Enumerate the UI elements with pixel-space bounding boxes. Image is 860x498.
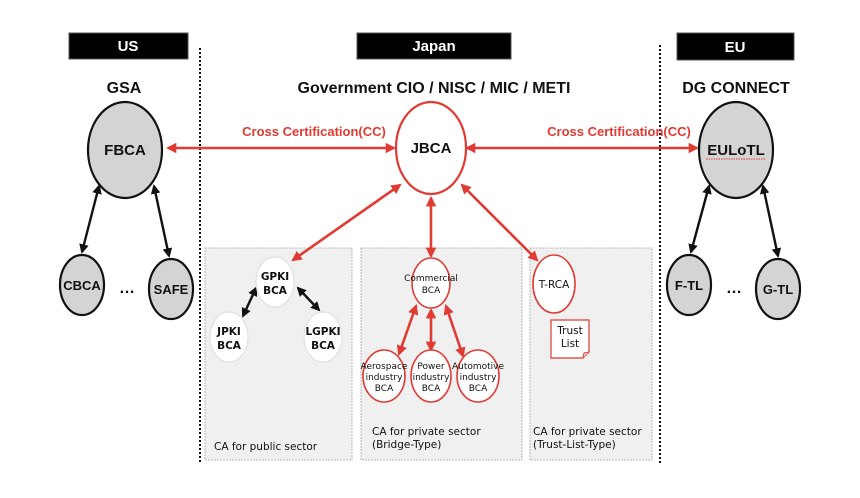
node-ftl: F-TL — [665, 253, 713, 317]
node-lgpki-label-2: BCA — [311, 340, 336, 352]
node-t-rca: T-RCA — [532, 254, 576, 314]
org-label-gsa: GSA — [107, 80, 142, 97]
node-lgpki-label-1: LGPKI — [305, 326, 340, 338]
arrow-commercial-aerospace — [396, 304, 419, 356]
sector-label-bridge-line1: CA for private sector — [372, 426, 481, 438]
node-fbca: FBCA — [86, 100, 164, 200]
node-aerospace-label-3: BCA — [375, 384, 394, 394]
region-header-japan-label: Japan — [412, 38, 455, 55]
node-safe: SAFE — [147, 257, 195, 321]
node-safe-label: SAFE — [154, 282, 189, 297]
trust-list-label-1: Trust — [556, 325, 582, 337]
node-gtl-label: G-TL — [763, 282, 793, 297]
arrow-gpki-jpki — [241, 286, 258, 318]
node-jbca: JBCA — [394, 100, 468, 196]
node-automotive-bca: Automotive industry BCA — [452, 349, 505, 403]
node-power-label-2: industry — [413, 373, 451, 383]
trust-list-label-2: List — [561, 338, 579, 350]
node-jpki-label-2: BCA — [217, 340, 242, 352]
region-header-us: US — [68, 32, 189, 60]
cc-label-left: Cross Certification(CC) — [242, 124, 386, 139]
region-header-eu: EU — [676, 32, 795, 61]
arrow-fbca-cbca — [79, 184, 102, 254]
arrow-eulotl-ftl — [688, 184, 712, 254]
trust-list-document-icon: Trust List — [550, 319, 590, 359]
node-cbca-label: CBCA — [63, 278, 101, 293]
node-aerospace-label-2: industry — [366, 373, 404, 383]
cc-label-right: Cross Certification(CC) — [547, 124, 691, 139]
node-power-bca: Power industry BCA — [410, 349, 452, 403]
region-header-japan: Japan — [356, 32, 512, 60]
node-gpki-bca: GPKI BCA — [255, 256, 295, 308]
node-automotive-label-1: Automotive — [452, 362, 505, 372]
node-jbca-label: JBCA — [411, 140, 452, 157]
node-commercial-label-2: BCA — [422, 286, 441, 296]
node-commercial-bca: Commercial BCA — [404, 257, 458, 309]
node-lgpki-bca: LGPKI BCA — [303, 311, 343, 363]
node-commercial-label-1: Commercial — [404, 274, 458, 284]
region-header-eu-label: EU — [725, 39, 746, 56]
node-gpki-label-2: BCA — [263, 285, 288, 297]
org-label-japan: Government CIO / NISC / MIC / METI — [298, 80, 571, 97]
node-gpki-label-1: GPKI — [261, 271, 289, 283]
sector-label-trust-line1: CA for private sector — [533, 426, 642, 438]
eu-more-ellipsis: … — [726, 280, 742, 297]
node-eulotl-label: EULoTL — [707, 142, 765, 159]
arrow-jbca-gpki — [291, 183, 402, 262]
org-label-dg-connect: DG CONNECT — [682, 80, 790, 97]
arrow-commercial-automotive — [443, 304, 466, 358]
sector-label-bridge-line2: (Bridge-Type) — [372, 439, 441, 451]
arrow-fbca-safe — [150, 184, 173, 258]
node-fbca-label: FBCA — [104, 142, 146, 159]
node-eulotl: EULoTL — [697, 100, 775, 200]
node-power-label-3: BCA — [422, 384, 441, 394]
node-ftl-label: F-TL — [675, 278, 703, 293]
node-t-rca-label: T-RCA — [538, 279, 570, 291]
node-automotive-label-3: BCA — [469, 384, 488, 394]
node-aerospace-label-1: Aerospace — [361, 362, 408, 372]
node-gtl: G-TL — [754, 257, 802, 321]
sector-label-public: CA for public sector — [214, 441, 318, 453]
node-aerospace-bca: Aerospace industry BCA — [361, 349, 408, 403]
arrow-eulotl-gtl — [759, 184, 782, 258]
node-automotive-label-2: industry — [460, 373, 498, 383]
sector-label-trust-line2: (Trust-List-Type) — [533, 439, 616, 451]
arrow-gpki-lgpki — [296, 286, 321, 312]
node-cbca: CBCA — [58, 253, 106, 317]
node-jpki-bca: JPKI BCA — [209, 311, 249, 363]
arrow-jbca-trca — [460, 183, 539, 262]
region-header-us-label: US — [118, 38, 139, 55]
node-jpki-label-1: JPKI — [216, 326, 241, 338]
node-power-label-1: Power — [417, 362, 445, 372]
us-more-ellipsis: … — [119, 280, 135, 297]
